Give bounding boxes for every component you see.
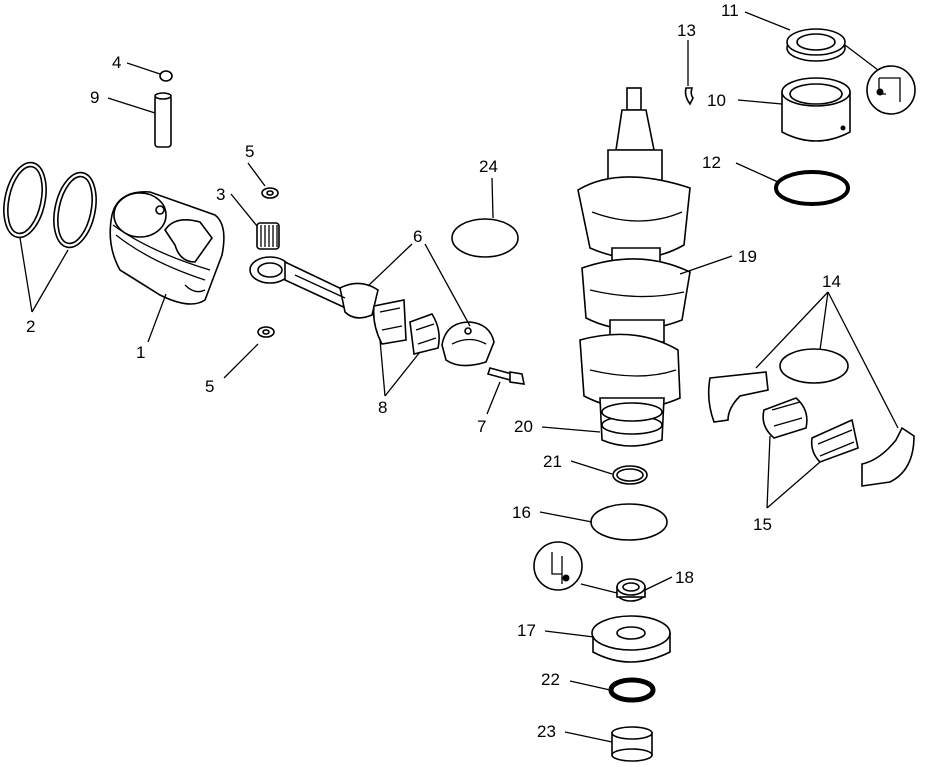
callout-3: 3 <box>216 185 225 204</box>
callout-22: 22 <box>541 670 560 689</box>
callout-12: 12 <box>702 153 721 172</box>
needle-cage-15-left <box>762 397 808 439</box>
sleeve-23 <box>611 726 653 762</box>
callout-1: 1 <box>136 343 145 362</box>
rod-bolt <box>486 367 526 385</box>
piston-rings <box>3 161 97 249</box>
o-ring-14 <box>779 348 849 384</box>
needle-cage-15-right <box>810 418 859 463</box>
o-ring-16 <box>590 503 668 541</box>
connecting-rod <box>249 256 379 319</box>
needle-bearing <box>256 222 280 250</box>
callout-5-top: 5 <box>245 142 254 161</box>
retaining-ring-21 <box>612 465 648 485</box>
o-ring-12 <box>774 170 850 206</box>
callout-24: 24 <box>479 157 498 176</box>
o-ring-22 <box>608 677 656 703</box>
callout-15: 15 <box>753 515 772 534</box>
callout-17: 17 <box>517 621 536 640</box>
o-ring-24 <box>451 218 519 258</box>
leader-lines <box>19 11 899 743</box>
thrust-washer-bottom <box>257 326 275 338</box>
callout-7: 7 <box>477 417 486 436</box>
retainer-13 <box>684 87 694 106</box>
main-needle-bearing-10 <box>781 77 851 142</box>
thrust-washer-top <box>261 187 279 199</box>
callout-18: 18 <box>675 568 694 587</box>
callout-9: 9 <box>90 88 99 107</box>
callout-4: 4 <box>112 53 121 72</box>
callout-23: 23 <box>537 722 556 741</box>
callout-14: 14 <box>822 272 841 291</box>
callout-21: 21 <box>543 452 562 471</box>
callout-2: 2 <box>26 317 35 336</box>
sealant-icon <box>533 541 583 591</box>
wrist-pin-lock-ring <box>159 70 173 82</box>
main-bearing-half-left <box>707 371 769 423</box>
callout-20: 20 <box>514 417 533 436</box>
lubricant-icon <box>866 65 916 115</box>
rod-bearing-upper <box>372 299 407 345</box>
bearing-housing-17 <box>591 615 671 663</box>
callout-16: 16 <box>512 503 531 522</box>
callout-19: 19 <box>738 247 757 266</box>
callout-11: 11 <box>721 1 739 20</box>
main-bearing-half-right <box>861 426 915 487</box>
rod-cap <box>441 321 495 367</box>
thrust-ring-11 <box>786 28 846 62</box>
callout-6: 6 <box>413 227 422 246</box>
crankshaft <box>577 87 691 447</box>
wrist-pin <box>154 92 172 148</box>
callout-5-bottom: 5 <box>205 377 214 396</box>
callout-8: 8 <box>378 398 387 417</box>
callout-13: 13 <box>677 21 696 40</box>
piston <box>109 191 225 305</box>
callout-10: 10 <box>707 91 726 110</box>
seal-18 <box>616 578 646 602</box>
rod-bearing-lower <box>409 313 440 355</box>
